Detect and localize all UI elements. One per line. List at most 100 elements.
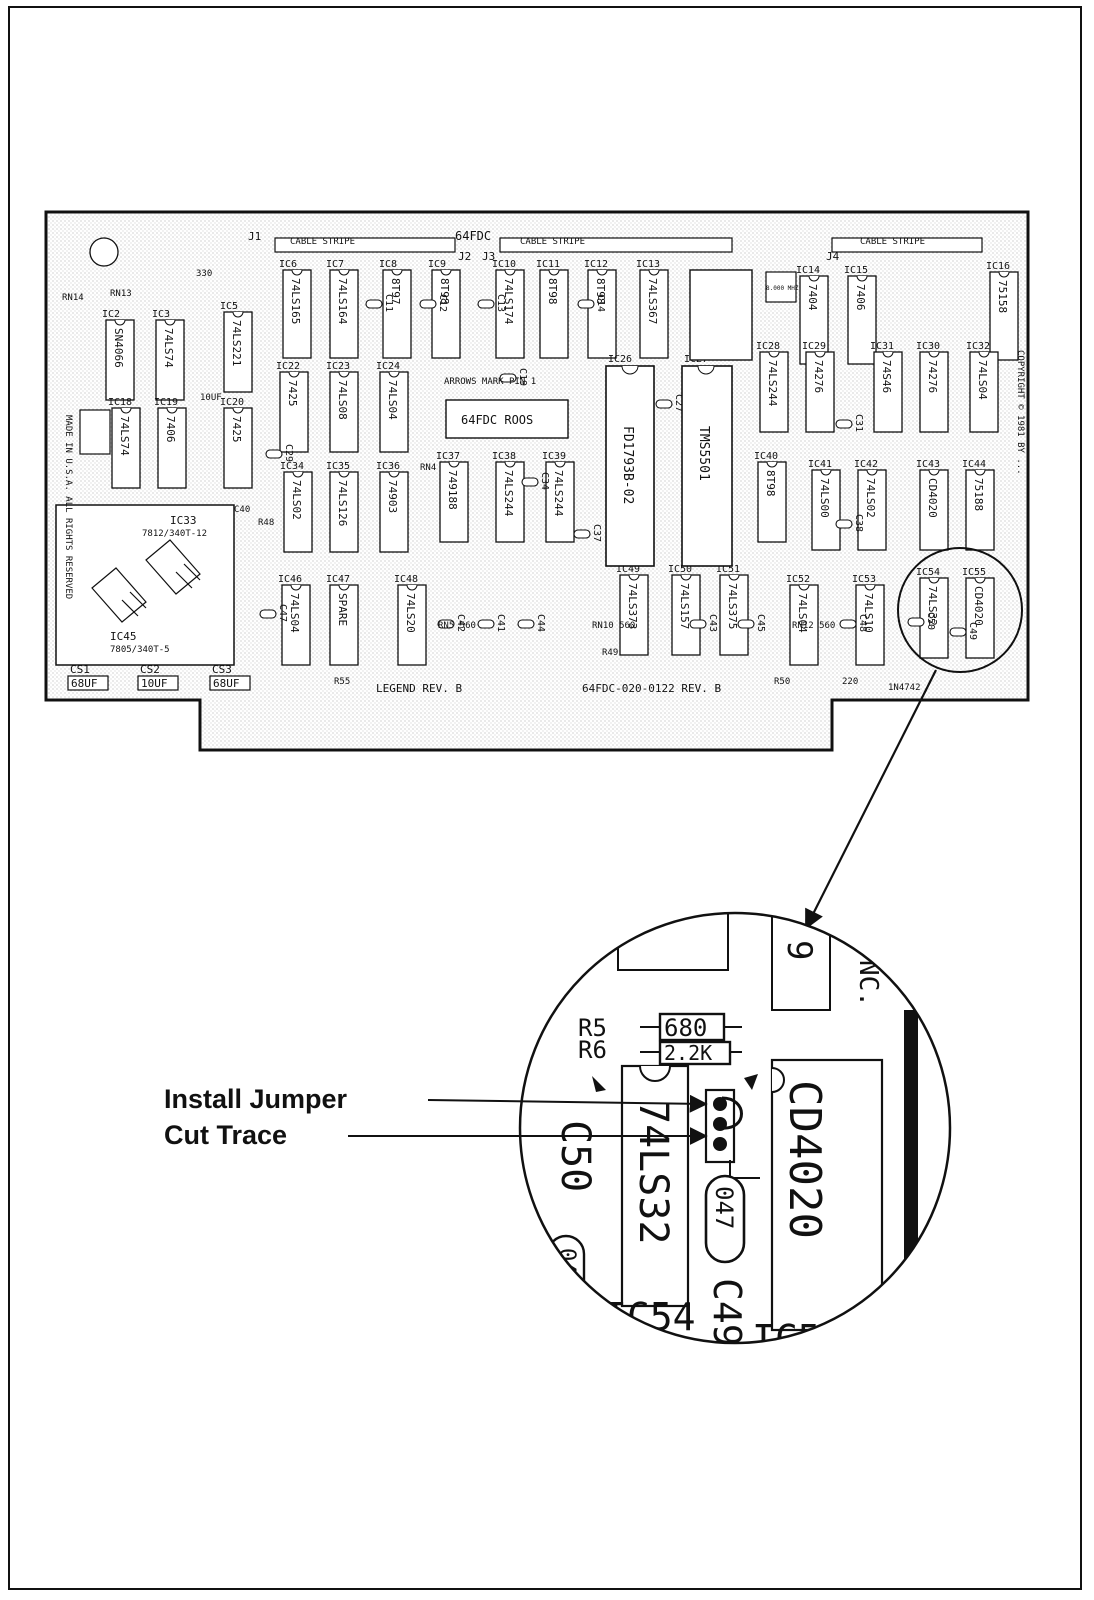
zoom-ic55-partial: IC5	[752, 1317, 821, 1361]
board-big-chip: TMS5501IC27	[681, 354, 733, 567]
board-chip-part: SN4066	[112, 328, 125, 368]
board-chip-ref: IC22	[276, 361, 300, 372]
made-in-label: MADE IN U.S.A. ALL RIGHTS RESERVED	[63, 415, 73, 599]
board-chip-ref: IC32	[966, 341, 990, 352]
part-number: 64FDC-020-0122 REV. B	[582, 682, 721, 695]
board-chip-ref: IC55	[962, 567, 986, 578]
board-chip-part: 7404	[806, 284, 819, 311]
board-misc-label: RN10 560	[592, 621, 635, 631]
board-bottom-capacitor-ref: CS3	[212, 663, 232, 676]
cable-stripe-label-3: CABLE STRIPE	[860, 237, 925, 247]
board-chip-ref: IC35	[326, 461, 350, 472]
board-capacitor: C11	[365, 294, 394, 312]
board-misc-label: R50	[774, 677, 790, 687]
connector-j2-label: J2	[458, 250, 471, 263]
board-capacitor-label: C14	[595, 294, 606, 312]
board-chip-ref: IC9	[428, 259, 446, 270]
board-capacitor: C27	[655, 394, 684, 412]
board-misc-label: RN5 560	[438, 621, 476, 631]
board-chip-ref: IC15	[844, 265, 868, 276]
board-chip-part: 749188	[446, 470, 459, 510]
board-chip-part: 74S46	[880, 360, 893, 393]
board-capacitor: C29	[265, 444, 294, 462]
board-capacitor: C49	[949, 622, 978, 640]
board-chip-part: 74LS32	[926, 586, 939, 626]
r6-body	[658, 1040, 732, 1066]
board-capacitor-label: C43	[707, 614, 718, 632]
board-capacitor: C48	[839, 614, 868, 632]
board-chip-ref: IC47	[326, 574, 350, 585]
zoom-chip-74ls32-label: 74LS32	[630, 1100, 676, 1245]
board-chip: 8T98 IC9	[428, 259, 461, 359]
board-misc-label: R49	[602, 648, 618, 658]
board-chip-ref: IC10	[492, 259, 516, 270]
board-chip: 74LS74 IC18	[108, 397, 141, 489]
board-capacitor-label: C38	[853, 514, 864, 532]
board-chip-ref: IC11	[536, 259, 560, 270]
board-chip-part: 74LS126	[336, 480, 349, 526]
connector-j2	[274, 237, 456, 253]
board-chip-part: 8T98	[764, 470, 777, 497]
roos-label: 64FDC ROOS	[461, 413, 533, 427]
board-chip: 74LS04 IC32	[966, 341, 999, 433]
board-chip-ref: IC44	[962, 459, 986, 470]
zoom-ic9-pin: 9	[779, 940, 819, 960]
arrows-note: ARROWS MARK PIN 1	[444, 377, 536, 387]
board-chip-part: 74LS04	[796, 593, 809, 633]
circuit-board: CABLE STRIPE CABLE STRIPE CABLE STRIPE 6…	[44, 210, 1030, 752]
board-chip-ref: IC3	[152, 309, 170, 320]
board-chip-ref: IC18	[108, 397, 132, 408]
board-misc-label: 10UF	[200, 393, 222, 403]
board-capacitor-label: C31	[853, 414, 864, 432]
board-chip-part: 75158	[996, 280, 1009, 313]
board-chip-part: 74LS74	[118, 416, 131, 456]
board-chip-part: CD4020	[972, 586, 985, 626]
board-chip-part: 74LS375	[726, 583, 739, 629]
board-chip: 74276 IC30	[916, 341, 949, 433]
regulator-outline-1	[91, 567, 147, 623]
board-chip-ref: IC50	[668, 564, 692, 575]
connector-j3-label: J3	[482, 250, 495, 263]
board-capacitor-label: C50	[925, 612, 936, 630]
board-capacitor-label: C34	[539, 472, 550, 490]
jumper-pin-top	[713, 1097, 727, 1111]
r5-value: 680	[664, 1014, 707, 1042]
board-chip-ref: IC28	[756, 341, 780, 352]
board-chip-part: 74276	[926, 360, 939, 393]
board-chip-ref: IC36	[376, 461, 400, 472]
cable-stripe-label-1: CABLE STRIPE	[290, 237, 355, 247]
board-chip-ref: IC37	[436, 451, 460, 462]
board-chip-part: 8T98	[438, 278, 451, 305]
board-chip-part: 74LS174	[502, 278, 515, 325]
board-chip-part: 74LS04	[976, 360, 989, 400]
board-capacitor-label: C19	[517, 368, 528, 386]
board-chip-ref: IC52	[786, 574, 810, 585]
board-capacitor: C12	[419, 294, 448, 312]
zoom-c49-cap	[704, 1174, 746, 1264]
board-chip-part: 74LS10	[862, 593, 875, 633]
board-chip-ref: IC30	[916, 341, 940, 352]
board-misc-label: R55	[334, 677, 350, 687]
board-chip-ref: IC16	[986, 261, 1010, 272]
jumper-wire	[721, 1096, 743, 1130]
board-chip-part: 8T97	[389, 278, 402, 305]
board-chip-part: 74LS244	[502, 470, 515, 517]
board-misc-label: C40	[234, 505, 250, 515]
